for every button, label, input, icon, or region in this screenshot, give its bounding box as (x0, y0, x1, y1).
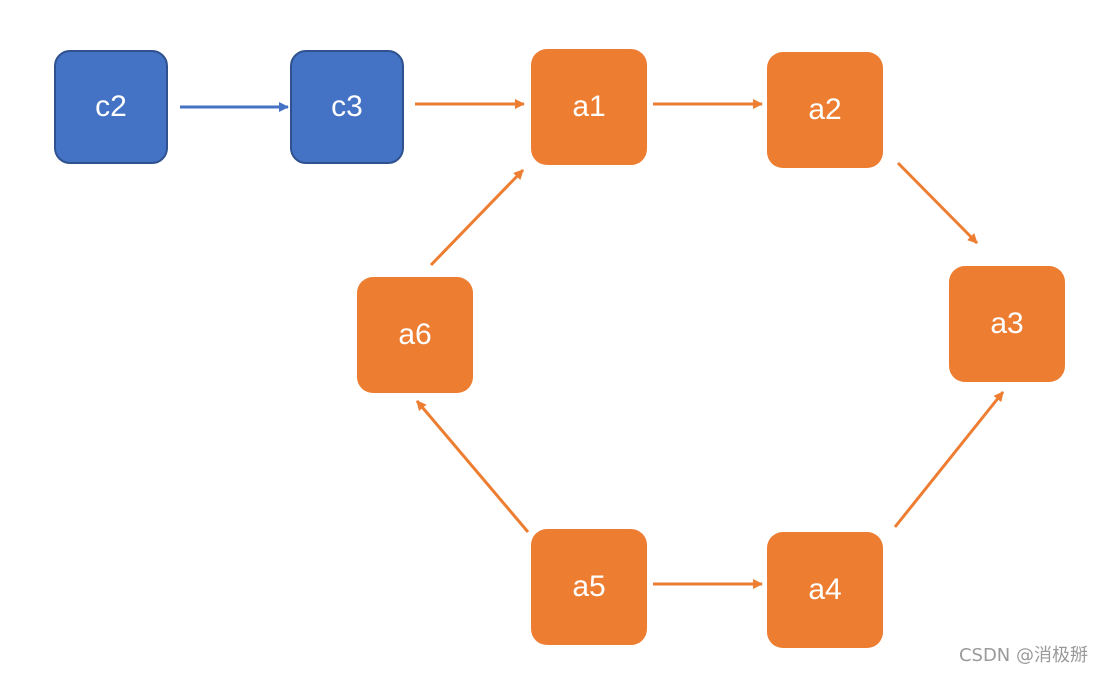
node-c2-label: c2 (95, 90, 127, 123)
node-c2[interactable]: c2 (54, 50, 168, 164)
node-a4[interactable]: a4 (767, 532, 883, 648)
node-c3[interactable]: c3 (290, 50, 404, 164)
node-a4-label: a4 (808, 573, 842, 606)
node-a5[interactable]: a5 (531, 529, 647, 645)
node-a3[interactable]: a3 (949, 266, 1065, 382)
edge-a4-a3 (893, 391, 1005, 528)
node-a6[interactable]: a6 (357, 277, 473, 393)
node-a1[interactable]: a1 (531, 49, 647, 165)
edge-a2-a3 (896, 161, 979, 245)
node-a1-label: a1 (572, 90, 606, 123)
node-c3-label: c3 (331, 90, 363, 123)
node-a6-label: a6 (398, 318, 432, 351)
edge-a5-a6 (415, 400, 530, 533)
node-a2-label: a2 (808, 93, 842, 126)
node-a5-label: a5 (572, 570, 606, 603)
watermark: CSDN @消极掰 (958, 645, 1088, 666)
edge-a6-a1 (429, 168, 525, 267)
node-a2[interactable]: a2 (767, 52, 883, 168)
node-a3-label: a3 (990, 307, 1024, 340)
